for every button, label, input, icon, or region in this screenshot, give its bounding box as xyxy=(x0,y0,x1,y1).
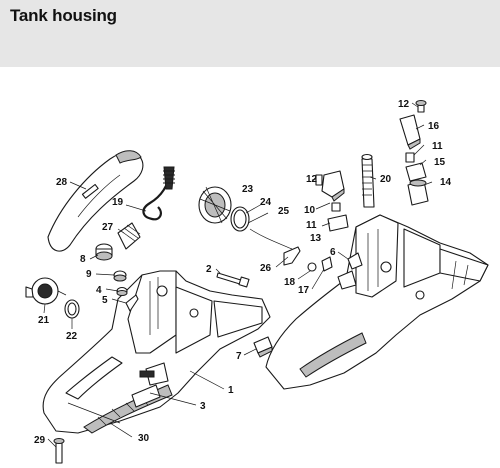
part-12-screw-b xyxy=(315,174,323,186)
callout-15: 15 xyxy=(434,157,446,168)
callout-11: 11 xyxy=(306,220,317,231)
callout-20: 20 xyxy=(380,174,392,185)
callout-23: 23 xyxy=(242,184,254,195)
callout-18: 18 xyxy=(284,277,296,288)
part-21-pump xyxy=(25,277,67,305)
callout-26: 26 xyxy=(260,263,272,274)
part-27-pickup-body xyxy=(117,222,141,250)
part-15-button xyxy=(405,162,427,182)
callout-13: 13 xyxy=(310,233,322,244)
callout-5: 5 xyxy=(102,295,108,306)
callout-7: 7 xyxy=(236,351,242,362)
callout-2: 2 xyxy=(206,264,212,275)
part-13-cap xyxy=(327,214,349,232)
callout-19: 19 xyxy=(112,197,124,208)
part-4-clip xyxy=(116,286,128,296)
leader-lines xyxy=(43,102,433,448)
part-6-clip xyxy=(347,252,363,270)
part-9-plug xyxy=(113,270,127,282)
callout-6: 6 xyxy=(330,247,336,258)
callout-9: 9 xyxy=(86,269,92,280)
part-25-strap xyxy=(249,228,293,250)
exploded-parts-diagram: 12 16 11 15 14 12 20 10 11 13 6 23 24 25… xyxy=(25,99,489,464)
part-19-fuel-hose xyxy=(142,166,175,221)
part-11-plug-b xyxy=(331,202,341,212)
part-12-screw-a xyxy=(415,100,427,113)
part-20-hose xyxy=(361,153,375,208)
callout-4: 4 xyxy=(96,285,102,296)
callout-11: 11 xyxy=(432,141,443,152)
part-26-lever xyxy=(283,246,301,266)
part-17-spring xyxy=(321,256,333,272)
callout-27: 27 xyxy=(102,222,114,233)
callout-14: 14 xyxy=(440,177,452,188)
callout-24: 24 xyxy=(260,197,272,208)
part-7-plug xyxy=(253,336,273,358)
callout-1: 1 xyxy=(228,385,234,396)
callout-22: 22 xyxy=(66,331,78,342)
callout-12: 12 xyxy=(306,174,318,185)
part-8-grommet xyxy=(95,243,113,261)
page-title: Tank housing xyxy=(10,6,117,25)
callout-17: 17 xyxy=(298,285,310,296)
part-24-seal xyxy=(230,206,250,232)
part-3-plate xyxy=(131,384,161,408)
part-28-handle-cover xyxy=(47,150,144,252)
callout-3: 3 xyxy=(200,401,206,412)
part-tank-housing-right xyxy=(265,214,489,390)
part-18-screw xyxy=(307,262,317,272)
part-2-screw xyxy=(216,272,250,288)
part-29-screw xyxy=(53,438,65,464)
header-bar: Tank housing xyxy=(0,0,500,67)
callout-10: 10 xyxy=(304,205,316,216)
part-22-seal-ring xyxy=(64,299,80,319)
callout-12: 12 xyxy=(398,99,410,110)
part-5-spring xyxy=(125,294,139,312)
callout-16: 16 xyxy=(428,121,440,132)
part-14-cap xyxy=(407,179,429,206)
part-16-lever xyxy=(399,114,421,150)
part-11-plug-a xyxy=(405,152,415,163)
callout-30: 30 xyxy=(138,433,150,444)
part-23-tank-cap xyxy=(198,186,232,224)
callout-29: 29 xyxy=(34,435,46,446)
callout-25: 25 xyxy=(278,206,290,217)
callout-labels: 12 16 11 15 14 12 20 10 11 13 6 23 24 25… xyxy=(34,99,452,446)
callout-28: 28 xyxy=(56,177,68,188)
part-10-valve xyxy=(321,170,345,202)
callout-8: 8 xyxy=(80,254,86,265)
callout-21: 21 xyxy=(38,315,50,326)
